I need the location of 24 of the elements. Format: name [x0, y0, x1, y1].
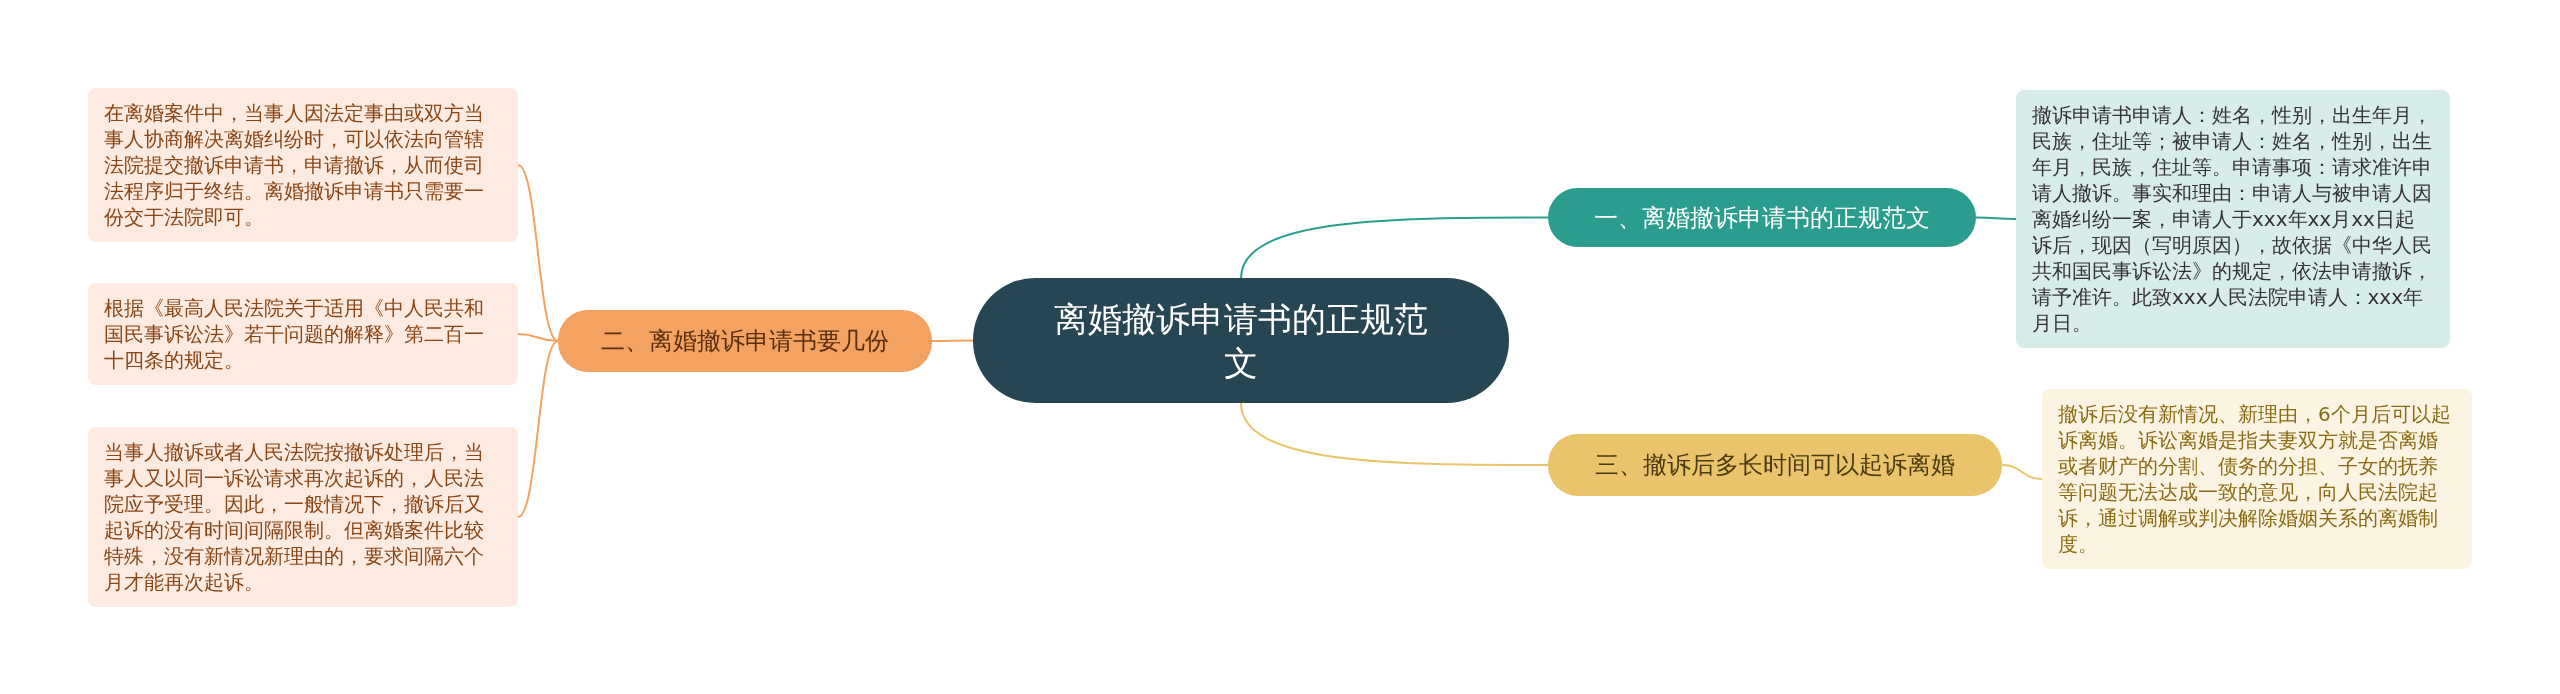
branch-topic — [558, 310, 932, 372]
note-text: 在离婚案件中，当事人因法定事由或双方当事人协商解决离婚纠纷时，可以依法向管辖法院提交撤诉申请书，申请撤诉，从而使司法程序归于终结。离婚撤诉申请书只需要一份交于法院即可。 — [104, 100, 485, 230]
note-card — [88, 88, 518, 242]
connector-line — [517, 333, 559, 342]
connector-line — [1975, 216, 2017, 220]
note-card — [2042, 389, 2472, 569]
topic-text: 三、撤诉后多长时间可以起诉离婚 — [1595, 450, 1955, 481]
connector-line — [1240, 216, 1549, 279]
connector-line — [517, 164, 559, 342]
note-card — [88, 427, 518, 607]
note-text: 撤诉后没有新情况、新理由，6个月后可以起诉离婚。诉讼离婚是指夫妻双方就是否离婚或者财产的分割、债务的分担、子女的抚养等问题无法达成一致的意见，向人民法院起诉，通过调解或判决解除婚姻关系的离婚制度。 — [2058, 401, 2452, 557]
note-text: 当事人撤诉或者人民法院按撤诉处理后，当事人又以同一诉讼请求再次起诉的，人民法院应予受理。因此，一般情况下，撤诉后又起诉的没有时间间隔限制。但离婚案件比较特殊，没有新情况新理由的，要求间隔六个月才能再次起诉。 — [104, 439, 485, 595]
topic-text: 离婚撤诉申请书的正规范文 — [1053, 297, 1429, 385]
connector-line — [1240, 402, 1549, 466]
connector-line — [2001, 464, 2043, 480]
topic-text: 一、离婚撤诉申请书的正规范文 — [1594, 202, 1930, 234]
connector-line — [517, 340, 559, 518]
branch-topic — [1548, 434, 2002, 496]
topic-text: 二、离婚撤诉申请书要几份 — [601, 326, 889, 357]
note-text: 撤诉申请书申请人：姓名，性别，出生年月，民族，住址等；被申请人：姓名，性别，出生年月，民族，住址等。申请事项：请求准许申请人撤诉。事实和理由：申请人与被申请人因离婚纠纷一案，申请人于xxx年xx月xx日起诉后，现因（写明原因），故依据《中华人民共和国民事诉讼法》的规定，依法申请撤诉，请予准许。此致xxx人民法院申请人：xxx年月日。 — [2032, 102, 2433, 336]
note-card — [2016, 90, 2450, 348]
note-card — [88, 283, 518, 385]
connector-line — [931, 339, 974, 342]
note-text: 根据《最高人民法院关于适用《中人民共和国民事诉讼法》若干问题的解释》第二百一十四条的规定。 — [104, 295, 485, 373]
